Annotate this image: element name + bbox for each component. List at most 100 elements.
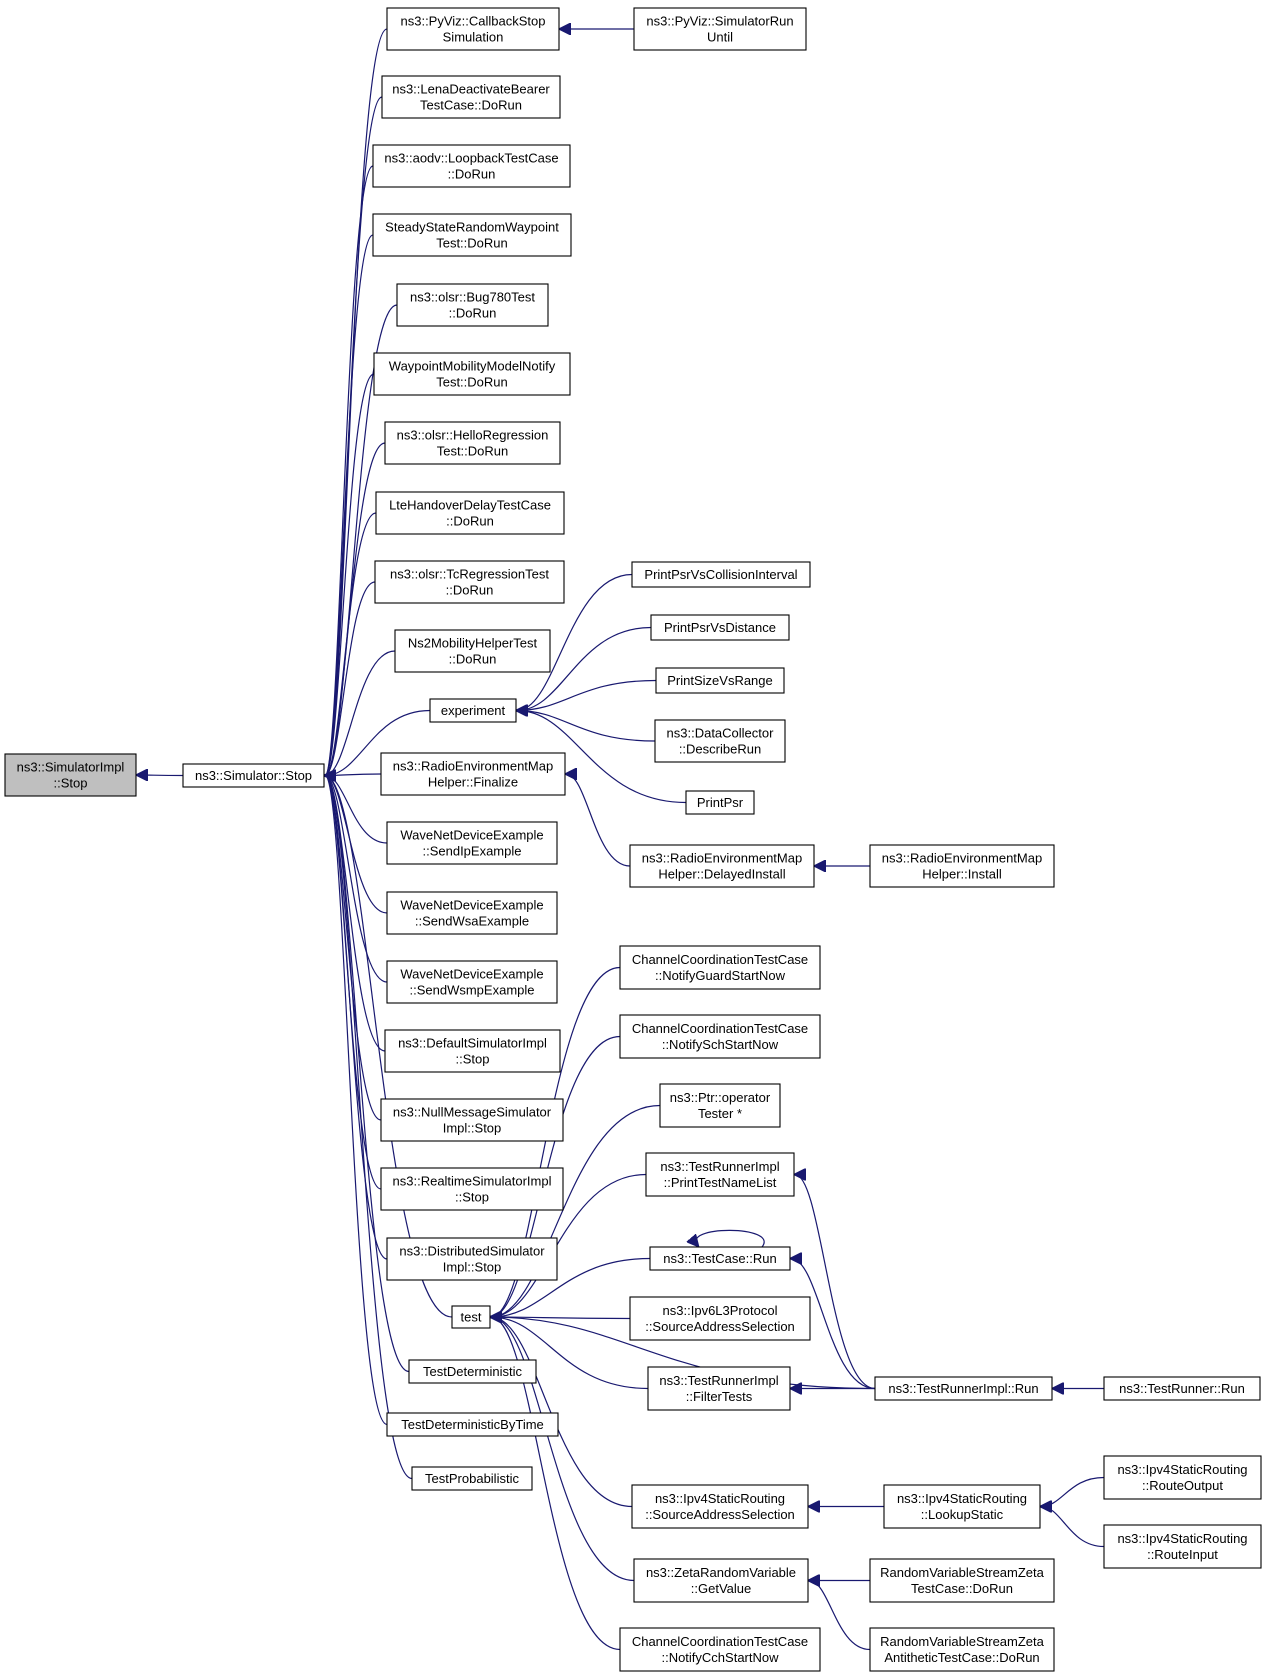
node-label: ns3::TestRunnerImpl::Run — [888, 1381, 1038, 1396]
node-cc-sch[interactable]: ChannelCoordinationTestCase::NotifySchSt… — [619, 1014, 821, 1059]
node-rvs-zeta-anti[interactable]: RandomVariableStreamZetaAntitheticTestCa… — [869, 1627, 1055, 1672]
edge-test-dettime-to-sim-stop — [325, 776, 388, 1426]
node-label: ::DoRun — [446, 583, 494, 598]
node-root[interactable]: ns3::SimulatorImpl::Stop — [4, 753, 137, 797]
node-label: PrintPsrVsCollisionInterval — [644, 567, 797, 582]
node-wave-wsa[interactable]: WaveNetDeviceExample::SendWsaExample — [386, 891, 558, 935]
node-tc-run[interactable]: ns3::TestCase::Run — [649, 1246, 791, 1271]
edge-layer — [137, 29, 1105, 1651]
edge-sim-stop-to-root — [137, 775, 184, 776]
node-cc-guard[interactable]: ChannelCoordinationTestCase::NotifyGuard… — [619, 945, 821, 990]
node-sim-stop[interactable]: ns3::Simulator::Stop — [182, 763, 325, 788]
node-label: ns3::LenaDeactivateBearer — [392, 82, 550, 97]
node-box — [869, 1558, 1055, 1603]
node-test-det[interactable]: TestDeterministic — [408, 1359, 537, 1384]
node-test-prob[interactable]: TestProbabilistic — [411, 1466, 533, 1491]
node-label: ns3::DefaultSimulatorImpl — [398, 1036, 547, 1051]
node-experiment[interactable]: experiment — [429, 698, 517, 723]
node-label: ns3::TestRunner::Run — [1119, 1381, 1245, 1396]
node-box — [633, 7, 807, 51]
node-ipv4-sas[interactable]: ns3::Ipv4StaticRouting::SourceAddressSel… — [631, 1484, 809, 1529]
node-cc-cch[interactable]: ChannelCoordinationTestCase::NotifyCchSt… — [619, 1627, 821, 1672]
node-label: ::DescribeRun — [679, 742, 761, 757]
node-wave-wsmp[interactable]: WaveNetDeviceExample::SendWsmpExample — [386, 960, 558, 1004]
node-label: ::SourceAddressSelection — [645, 1319, 795, 1334]
node-tri-filter[interactable]: ns3::TestRunnerImpl::FilterTests — [647, 1366, 791, 1411]
node-label: Impl::Stop — [443, 1260, 502, 1275]
node-tr-run[interactable]: ns3::TestRunner::Run — [1103, 1376, 1261, 1401]
node-label: Tester * — [698, 1106, 742, 1121]
node-label: ChannelCoordinationTestCase — [632, 952, 808, 967]
node-label: ns3::RadioEnvironmentMap — [642, 851, 802, 866]
node-default-sim[interactable]: ns3::DefaultSimulatorImpl::Stop — [384, 1029, 561, 1073]
node-box — [647, 1366, 791, 1411]
node-label: Helper::DelayedInstall — [658, 867, 785, 882]
node-tri-run[interactable]: ns3::TestRunnerImpl::Run — [874, 1376, 1053, 1401]
node-label: ns3::RadioEnvironmentMap — [393, 759, 553, 774]
node-label: RandomVariableStreamZeta — [880, 1634, 1045, 1649]
node-label: TestDeterministicByTime — [401, 1417, 544, 1432]
node-label: ::PrintTestNameList — [664, 1175, 777, 1190]
node-box — [429, 698, 517, 723]
node-ipv4-lookup[interactable]: ns3::Ipv4StaticRouting::LookupStatic — [883, 1484, 1041, 1529]
node-box — [629, 1296, 811, 1341]
node-psr-dist[interactable]: PrintPsrVsDistance — [650, 614, 790, 641]
node-psr-coll[interactable]: PrintPsrVsCollisionInterval — [631, 561, 811, 588]
node-ns2mob[interactable]: Ns2MobilityHelperTest::DoRun — [394, 629, 551, 673]
node-label: ::Stop — [54, 776, 88, 791]
node-box — [386, 1412, 559, 1437]
node-label: Until — [707, 30, 733, 45]
node-box — [619, 1627, 821, 1672]
node-size-range[interactable]: PrintSizeVsRange — [655, 667, 785, 694]
node-box — [374, 560, 565, 604]
node-box — [645, 1152, 795, 1197]
node-label: Test::DoRun — [437, 444, 509, 459]
edge-datacoll-to-experiment — [517, 711, 656, 742]
node-label: ns3::TestRunnerImpl — [659, 1373, 778, 1388]
node-tcreg[interactable]: ns3::olsr::TcRegressionTest::DoRun — [374, 560, 565, 604]
node-tri-print[interactable]: ns3::TestRunnerImpl::PrintTestNameList — [645, 1152, 795, 1197]
node-test-dettime[interactable]: TestDeterministicByTime — [386, 1412, 559, 1437]
node-box — [633, 1558, 809, 1603]
node-box — [659, 1083, 781, 1128]
node-lteho[interactable]: LteHandoverDelayTestCase::DoRun — [375, 491, 565, 535]
node-box — [869, 844, 1055, 888]
node-wave-ip[interactable]: WaveNetDeviceExample::SendIpExample — [386, 821, 558, 865]
node-label: ::DoRun — [449, 306, 497, 321]
node-label: ::SendWsaExample — [415, 914, 529, 929]
node-ipv4-in[interactable]: ns3::Ipv4StaticRouting::RouteInput — [1103, 1524, 1262, 1569]
node-label: ns3::PyViz::SimulatorRun — [646, 14, 793, 29]
node-realtime[interactable]: ns3::RealtimeSimulatorImpl::Stop — [380, 1167, 564, 1211]
node-box — [386, 891, 558, 935]
node-rem-delayed[interactable]: ns3::RadioEnvironmentMapHelper::DelayedI… — [629, 844, 815, 888]
node-label: Test::DoRun — [436, 236, 508, 251]
edge-ipv4-in-to-ipv4-lookup — [1041, 1507, 1105, 1548]
node-label: TestCase::DoRun — [911, 1581, 1013, 1596]
node-box — [874, 1376, 1053, 1401]
node-zeta-get[interactable]: ns3::ZetaRandomVariable::GetValue — [633, 1558, 809, 1603]
node-printpsr[interactable]: PrintPsr — [685, 790, 755, 815]
node-bug780[interactable]: ns3::olsr::Bug780Test::DoRun — [396, 283, 549, 327]
node-test[interactable]: test — [451, 1305, 491, 1329]
edge-size-range-to-experiment — [517, 679, 657, 711]
edge-waypoint-to-sim-stop — [325, 373, 375, 776]
node-box — [182, 763, 325, 788]
node-ipv4-out[interactable]: ns3::Ipv4StaticRouting::RouteOutput — [1103, 1455, 1262, 1500]
node-datacoll[interactable]: ns3::DataCollector::DescribeRun — [654, 719, 786, 763]
node-aodv[interactable]: ns3::aodv::LoopbackTestCase::DoRun — [372, 144, 571, 188]
node-ipv6-sas[interactable]: ns3::Ipv6L3Protocol::SourceAddressSelect… — [629, 1296, 811, 1341]
node-box — [380, 1098, 564, 1142]
node-box — [883, 1484, 1041, 1529]
